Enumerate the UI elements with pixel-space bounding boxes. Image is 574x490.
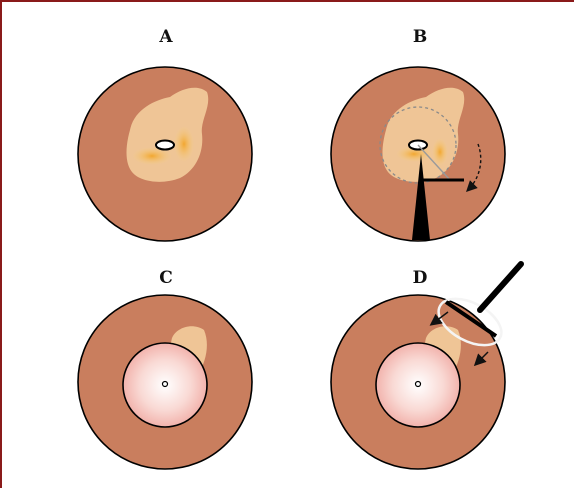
panel-b: [331, 67, 505, 241]
panel-c: [78, 295, 252, 469]
panel-label-c: C: [146, 270, 186, 287]
panel-label-a: A: [146, 29, 186, 46]
yellow-patch-a2: [174, 126, 194, 162]
center-dot-d: [416, 382, 421, 387]
panel-label-d: D: [400, 270, 440, 287]
panel-a: [78, 67, 252, 241]
scalpel-handle-d: [480, 264, 521, 310]
white-slit-a: [156, 141, 174, 150]
panel-label-b: B: [400, 29, 440, 46]
panel-d: [331, 264, 521, 469]
yellow-patch-b2: [432, 138, 448, 166]
center-dot-c: [163, 382, 168, 387]
